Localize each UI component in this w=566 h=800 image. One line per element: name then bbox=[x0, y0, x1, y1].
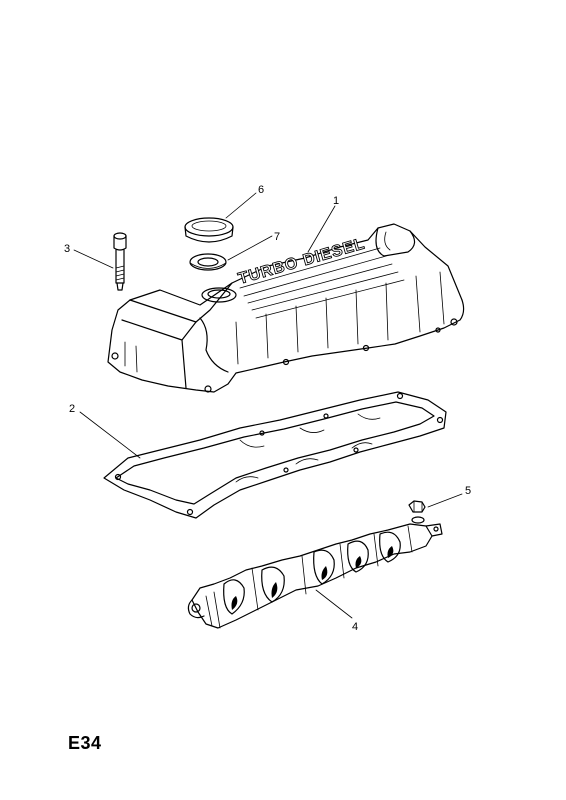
callout-4: 4 bbox=[352, 621, 358, 633]
bolt bbox=[113, 232, 127, 291]
page-code: E34 bbox=[68, 733, 102, 753]
callout-1: 1 bbox=[333, 195, 339, 207]
callout-6: 6 bbox=[258, 184, 264, 196]
nut-and-washer bbox=[408, 500, 426, 524]
cylinder-head-cover: TURBO DIESEL bbox=[107, 223, 465, 393]
callout-2: 2 bbox=[69, 403, 75, 415]
filler-cap bbox=[184, 217, 234, 243]
camshaft bbox=[187, 523, 443, 629]
callout-7: 7 bbox=[274, 231, 280, 243]
callout-3: 3 bbox=[64, 243, 70, 255]
seal-ring bbox=[189, 253, 227, 271]
callout-leaders bbox=[73, 192, 463, 619]
callout-5: 5 bbox=[465, 485, 471, 497]
cover-gasket bbox=[103, 391, 447, 519]
